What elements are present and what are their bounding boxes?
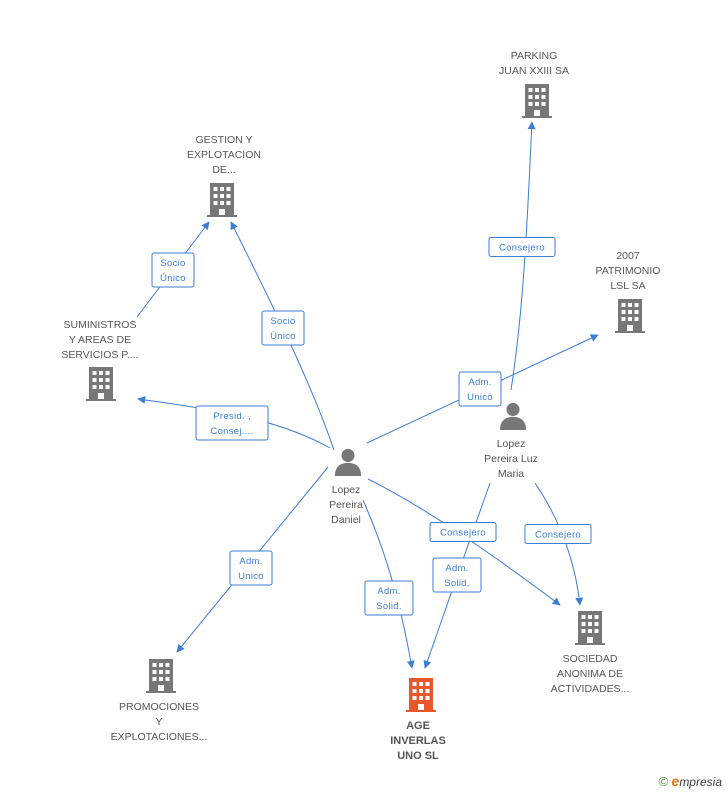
edge-label-text: Socio: [270, 316, 295, 327]
node-label-line: INVERLAS: [390, 735, 446, 747]
node-label-line: JUAN XXIII SA: [499, 65, 569, 77]
edge-label-text: Unico: [238, 571, 264, 582]
edge-label-box: [229, 550, 273, 586]
edge-label-box: [151, 252, 195, 288]
edge-label-box: [432, 557, 482, 593]
node-label-line: LSL SA: [610, 280, 645, 292]
node-parking[interactable]: PARKING JUAN XXIII SA: [499, 50, 569, 118]
copyright-symbol: ©: [658, 774, 669, 789]
edge-label[interactable]: Adm. Unico: [229, 550, 273, 586]
edge-label-text: Consejero: [535, 530, 581, 541]
node-label-line: EXPLOTACION: [187, 149, 261, 161]
edge-label-text: Presid. ,: [213, 411, 251, 422]
node-label-line: PARKING: [511, 50, 557, 62]
node-sociedad[interactable]: SOCIEDAD ANONIMA DE ACTIVIDADES...: [551, 611, 630, 695]
edge-label-box: [261, 310, 305, 346]
brand-logo[interactable]: empresia: [671, 773, 722, 789]
edge-daniel-to-age[interactable]: Adm. Solid.: [362, 499, 415, 669]
edge-label-box: [429, 522, 497, 542]
node-label-line: Pereira Luz: [484, 453, 538, 465]
edge-label-text: Unico: [467, 392, 493, 403]
edge-label[interactable]: Adm. Solid.: [364, 580, 414, 616]
nodes-layer: GESTION Y EXPLOTACION DE... PARKING JUAN XXI…: [61, 50, 660, 762]
node-label-line: SUMINISTROS: [64, 319, 137, 331]
node-label-line: ANONIMA DE: [557, 668, 623, 680]
node-label-line: DE...: [212, 164, 235, 176]
edge-daniel-to-patrimonio[interactable]: Adm. Unico: [366, 334, 599, 444]
edge-maria-to-sociedad[interactable]: Consejero: [524, 482, 592, 606]
edge-label-text: Consej....: [210, 426, 253, 437]
node-label-line: SOCIEDAD: [563, 653, 618, 665]
building-icon: [86, 367, 116, 401]
edge-label[interactable]: Consejero: [488, 237, 556, 257]
node-label-line: Y: [155, 716, 162, 728]
edge-label-text: Adm.: [377, 586, 400, 597]
edge-label-text: Único: [270, 331, 296, 342]
node-label-line: Daniel: [331, 514, 361, 526]
edge-daniel-to-suministros[interactable]: Presid. , Consej....: [137, 395, 331, 449]
edge-label-text: Consejero: [499, 243, 545, 254]
node-label-line: EXPLOTACIONES...: [111, 731, 208, 743]
edge-maria-to-age[interactable]: Adm. Solid.: [423, 482, 491, 669]
edge-label-text: Adm.: [445, 563, 468, 574]
person-icon: [334, 448, 362, 476]
footer-brand: © empresia: [659, 773, 722, 789]
node-label-line: 2007: [616, 250, 640, 262]
edge-label[interactable]: Adm. Unico: [458, 371, 502, 407]
building-icon: [575, 611, 605, 645]
node-label-line: Lopez: [332, 484, 361, 496]
node-label-line: SERVICIOS P....: [61, 349, 138, 361]
edge-label-box: [195, 405, 269, 441]
node-age[interactable]: AGE INVERLAS UNO SL: [390, 678, 446, 762]
edge-maria-to-parking[interactable]: Consejero: [488, 121, 556, 391]
edge-label-box: [524, 524, 592, 544]
edge-label-text: Adm.: [239, 556, 262, 567]
edge-label-box: [364, 580, 414, 616]
edge-label-text: Adm.: [468, 377, 491, 388]
node-label-line: Lopez: [497, 438, 526, 450]
person-icon: [499, 402, 527, 430]
edge-label-box: [488, 237, 556, 257]
edge-label-text: Solid.: [444, 578, 470, 589]
node-label-line: PATRIMONIO: [596, 265, 661, 277]
node-label-line: Y AREAS DE: [69, 334, 131, 346]
building-icon: [522, 84, 552, 118]
edge-daniel-to-sociedad[interactable]: Consejero: [367, 478, 561, 606]
node-label-line: PROMOCIONES: [119, 701, 199, 713]
edge-line: [362, 499, 415, 669]
edge-label-box: [458, 371, 502, 407]
edge-label-text: Único: [160, 273, 186, 284]
node-promociones[interactable]: PROMOCIONES Y EXPLOTACIONES...: [111, 659, 208, 743]
building-icon: [406, 678, 436, 712]
building-icon: [207, 183, 237, 217]
building-icon: [615, 299, 645, 333]
edges-layer: SocioÚnicoSocioÚnicoConsejeroAdm.UnicoPr…: [136, 121, 599, 669]
node-label-line: ACTIVIDADES...: [551, 683, 630, 695]
node-label-line: GESTION Y: [196, 134, 253, 146]
edge-label-text: Socio: [160, 258, 185, 269]
node-label-line: AGE: [406, 720, 430, 732]
edge-label[interactable]: Adm. Solid.: [432, 557, 482, 593]
edge-label[interactable]: Consejero: [429, 522, 497, 542]
node-label-line: UNO SL: [397, 750, 439, 762]
edge-daniel-to-promociones[interactable]: Adm. Unico: [176, 466, 329, 653]
node-suministros[interactable]: SUMINISTROS Y AREAS DE SERVICIOS P....: [61, 319, 139, 401]
node-label-line: Maria: [498, 468, 524, 480]
node-label-line: Pereira: [329, 499, 363, 511]
building-icon: [146, 659, 176, 693]
edge-label-text: Consejero: [440, 528, 486, 539]
edge-label[interactable]: Consejero: [524, 524, 592, 544]
node-gestion[interactable]: GESTION Y EXPLOTACION DE...: [187, 134, 261, 217]
edge-label-text: Solid.: [376, 601, 402, 612]
edge-label[interactable]: Presid. , Consej....: [195, 405, 269, 441]
